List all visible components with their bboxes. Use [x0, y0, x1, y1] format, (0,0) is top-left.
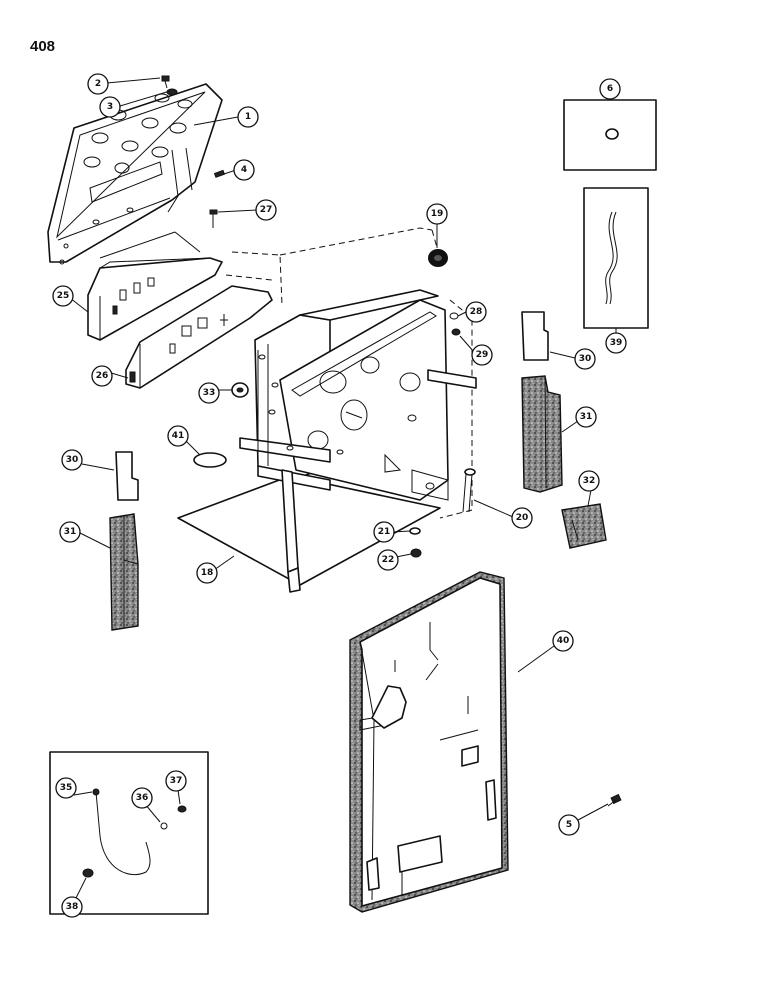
foam-31-right	[521, 375, 563, 493]
washer-3	[166, 88, 178, 96]
panel-40	[349, 571, 509, 913]
callout-28-label: 28	[470, 307, 483, 317]
grommet-19	[428, 249, 448, 267]
callout-25-label: 25	[57, 291, 70, 301]
foam-31-left	[109, 513, 139, 631]
support-bracket-26	[125, 285, 273, 389]
callout-21: 21	[373, 521, 395, 543]
callout-39: 39	[605, 332, 627, 354]
callout-30-right: 30	[574, 348, 596, 370]
callout-35: 35	[55, 777, 77, 799]
callout-31-right: 31	[575, 406, 597, 428]
callout-18-label: 18	[201, 568, 214, 578]
callout-3: 3	[99, 96, 121, 118]
callout-2-label: 2	[95, 79, 101, 89]
callout-4-label: 4	[241, 165, 247, 175]
callout-6-label: 6	[607, 84, 613, 94]
callout-5: 5	[558, 814, 580, 836]
callout-31-left-label: 31	[64, 527, 77, 537]
callout-26-label: 26	[96, 371, 109, 381]
callout-26: 26	[91, 365, 113, 387]
screw-5	[607, 793, 622, 807]
callout-1-label: 1	[245, 112, 251, 122]
callout-19-label: 19	[431, 209, 444, 219]
callout-3-label: 3	[107, 102, 113, 112]
callout-39-label: 39	[610, 338, 623, 348]
callout-30-left-label: 30	[66, 455, 79, 465]
instrument-plate	[47, 83, 223, 265]
callout-19: 19	[426, 203, 448, 225]
bolt-20	[462, 468, 476, 513]
callout-2: 2	[87, 73, 109, 95]
callout-25: 25	[52, 285, 74, 307]
foam-32	[561, 503, 607, 549]
callout-32-label: 32	[583, 476, 596, 486]
callout-18: 18	[196, 562, 218, 584]
callout-41: 41	[167, 425, 189, 447]
fastener-28	[449, 312, 459, 320]
panel-6	[563, 99, 657, 171]
assembly-dash-line	[225, 227, 473, 519]
screw-2	[161, 75, 170, 89]
callout-33: 33	[198, 382, 220, 404]
insulation-30-right	[521, 311, 549, 361]
callout-30-right-label: 30	[579, 354, 592, 364]
callout-22: 22	[377, 549, 399, 571]
pin-4	[213, 169, 226, 178]
callout-33-label: 33	[203, 388, 216, 398]
callout-6: 6	[599, 78, 621, 100]
grommet-33	[231, 382, 249, 398]
main-frame	[177, 289, 477, 593]
support-bracket-25	[87, 231, 223, 341]
callout-38: 38	[61, 896, 83, 918]
callout-40: 40	[552, 630, 574, 652]
callout-40-label: 40	[557, 636, 570, 646]
callout-4: 4	[233, 159, 255, 181]
callout-31-right-label: 31	[580, 412, 593, 422]
page-number: 408	[30, 38, 56, 55]
callout-30-left: 30	[61, 449, 83, 471]
fastener-29	[451, 328, 461, 336]
callout-37-label: 37	[170, 776, 183, 786]
callout-37: 37	[165, 770, 187, 792]
callout-20-label: 20	[516, 513, 529, 523]
seal-41	[193, 452, 227, 468]
callout-41-label: 41	[172, 431, 185, 441]
callout-22-label: 22	[382, 555, 395, 565]
callout-20: 20	[511, 507, 533, 529]
callout-36-label: 36	[136, 793, 149, 803]
screw-27	[209, 209, 218, 228]
callout-1: 1	[237, 106, 259, 128]
callout-36: 36	[131, 787, 153, 809]
callout-21-label: 21	[378, 527, 391, 537]
callout-29-label: 29	[476, 350, 489, 360]
callout-29: 29	[471, 344, 493, 366]
callout-5-label: 5	[566, 820, 572, 830]
callout-27-label: 27	[260, 205, 273, 215]
leader-lines	[69, 77, 617, 899]
callout-28: 28	[465, 301, 487, 323]
insulation-30-left	[115, 451, 139, 501]
callout-35-label: 35	[60, 783, 73, 793]
panel-39	[583, 187, 649, 329]
callout-27: 27	[255, 199, 277, 221]
nut-22	[410, 548, 422, 558]
washer-21	[409, 527, 421, 535]
callout-31-left: 31	[59, 521, 81, 543]
callout-38-label: 38	[66, 902, 79, 912]
callout-32: 32	[578, 470, 600, 492]
